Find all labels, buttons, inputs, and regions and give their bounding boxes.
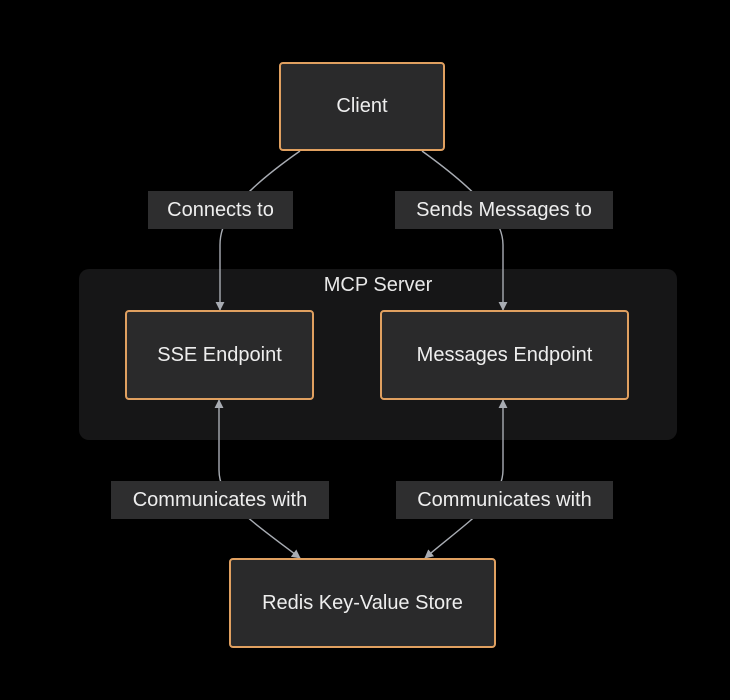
redis-store-node[interactable]: Redis Key-Value Store (229, 558, 496, 648)
edge-label-sends-messages-to: Sends Messages to (395, 191, 613, 229)
edge-client-to-messages (421, 150, 508, 311)
edge-client-to-sse (215, 150, 301, 311)
edge-messages-to-redis (424, 399, 508, 559)
mcp-server-group-label: MCP Server (323, 274, 433, 296)
client-node-label: Client (336, 95, 388, 117)
client-node[interactable]: Client (279, 62, 445, 151)
redis-store-node-label: Redis Key-Value Store (262, 591, 463, 614)
edge-sse-to-redis (214, 399, 301, 559)
sse-endpoint-node-label: SSE Endpoint (157, 343, 282, 366)
sse-endpoint-node[interactable]: SSE Endpoint (125, 310, 314, 400)
messages-endpoint-node-label: Messages Endpoint (416, 343, 593, 366)
edge-label-connects-to: Connects to (148, 191, 293, 229)
edge-label-communicates-with-sse: Communicates with (111, 481, 329, 519)
edge-label-communicates-with-messages: Communicates with (396, 481, 613, 519)
messages-endpoint-node[interactable]: Messages Endpoint (380, 310, 629, 400)
